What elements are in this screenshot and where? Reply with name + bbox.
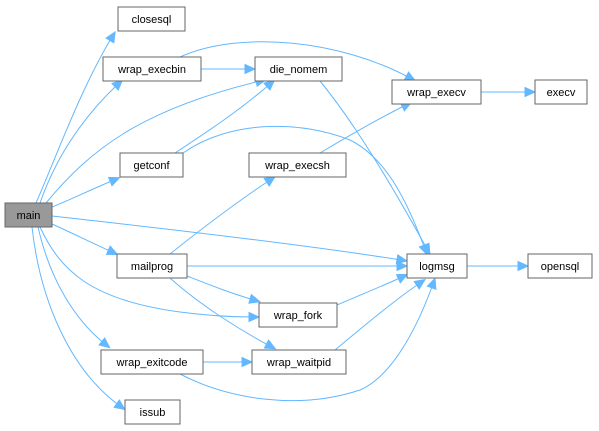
node-execv[interactable]: execv xyxy=(534,79,588,105)
arrowhead-icon xyxy=(248,311,261,323)
node-label-wrap-execbin: wrap_execbin xyxy=(117,64,186,76)
edge-main-to-getconf xyxy=(51,176,121,208)
arrowhead-icon xyxy=(263,176,277,187)
node-label-wrap-execv: wrap_execv xyxy=(406,87,466,99)
node-label-wrap-exitcode: wrap_exitcode xyxy=(116,357,188,369)
arrowhead-icon xyxy=(248,293,261,304)
arrowhead-icon xyxy=(395,273,409,284)
node-label-wrap-execsh: wrap_execsh xyxy=(264,160,330,172)
edge-main-to-issub xyxy=(31,226,126,411)
edge-wrap-execbin-to-die-nomem xyxy=(201,63,257,75)
node-label-issub: issub xyxy=(140,407,166,419)
node-label-die-nomem: die_nomem xyxy=(270,64,327,76)
edge-wrap-exitcode-to-logmsg xyxy=(179,277,437,402)
edge-main-to-wrap-execbin xyxy=(39,79,124,204)
node-die-nomem[interactable]: die_nomem xyxy=(254,56,343,82)
arrowhead-icon xyxy=(244,63,257,75)
edge-main-to-closesql xyxy=(35,30,116,204)
edge-die-nomem-to-logmsg xyxy=(319,80,431,256)
arrowhead-icon xyxy=(111,79,124,91)
node-label-wrap-waitpid: wrap_waitpid xyxy=(266,357,331,369)
arrowhead-icon xyxy=(98,337,111,349)
edge-main-to-die-nomem xyxy=(45,76,267,204)
edge-main-to-wrap-exitcode xyxy=(37,226,111,349)
edge-main-to-mailprog xyxy=(51,223,119,256)
edge-mailprog-to-wrap-fork xyxy=(186,275,261,304)
node-mailprog[interactable]: mailprog xyxy=(116,253,188,279)
arrowhead-icon xyxy=(395,254,409,265)
edge-mailprog-to-wrap-waitpid xyxy=(169,277,277,350)
edge-getconf-to-die-nomem xyxy=(174,79,276,154)
nodes-layer: main closesql wrap_execbin die_nomem wra… xyxy=(4,6,593,425)
arrowhead-icon xyxy=(426,277,437,291)
node-label-closesql: closesql xyxy=(132,14,172,26)
edge-mailprog-to-logmsg xyxy=(187,260,409,272)
node-closesql[interactable]: closesql xyxy=(117,6,186,32)
edges-layer xyxy=(31,30,537,411)
arrowhead-icon xyxy=(413,278,427,290)
node-wrap-exitcode[interactable]: wrap_exitcode xyxy=(100,349,204,375)
node-label-execv: execv xyxy=(547,87,576,99)
arrowhead-icon xyxy=(263,79,276,91)
node-wrap-fork[interactable]: wrap_fork xyxy=(258,302,338,328)
arrowhead-icon xyxy=(241,356,254,368)
arrowhead-icon xyxy=(107,176,121,187)
arrowhead-icon xyxy=(263,339,277,350)
arrowhead-icon xyxy=(517,260,530,272)
arrowhead-icon xyxy=(524,86,537,98)
edge-mailprog-to-wrap-execsh xyxy=(169,176,277,255)
node-label-getconf: getconf xyxy=(133,160,170,172)
node-wrap-execv[interactable]: wrap_execv xyxy=(391,79,482,105)
arrowhead-icon xyxy=(113,399,126,411)
edge-main-to-logmsg xyxy=(51,215,409,265)
edge-wrap-exitcode-to-wrap-waitpid xyxy=(202,356,254,368)
arrowhead-icon xyxy=(420,242,431,256)
node-label-main: main xyxy=(17,210,41,222)
edge-wrap-execv-to-execv xyxy=(481,86,537,98)
edge-wrap-fork-to-logmsg xyxy=(336,273,409,306)
node-getconf[interactable]: getconf xyxy=(119,152,184,178)
node-label-mailprog: mailprog xyxy=(131,261,173,273)
node-logmsg[interactable]: logmsg xyxy=(406,253,468,279)
arrowhead-icon xyxy=(396,260,409,272)
node-label-opensql: opensql xyxy=(541,261,580,273)
arrowhead-icon xyxy=(105,30,116,44)
node-label-wrap-fork: wrap_fork xyxy=(273,310,323,322)
node-wrap-execsh[interactable]: wrap_execsh xyxy=(248,152,347,178)
edge-wrap-waitpid-to-logmsg xyxy=(334,278,427,351)
node-wrap-waitpid[interactable]: wrap_waitpid xyxy=(251,349,347,375)
edge-logmsg-to-opensql xyxy=(467,260,530,272)
node-opensql[interactable]: opensql xyxy=(527,253,593,279)
node-issub[interactable]: issub xyxy=(124,399,181,425)
node-wrap-execbin[interactable]: wrap_execbin xyxy=(102,56,202,82)
node-label-logmsg: logmsg xyxy=(419,261,454,273)
node-main[interactable]: main xyxy=(4,202,53,228)
edge-main-to-wrap-fork xyxy=(39,226,261,323)
arrowhead-icon xyxy=(105,245,119,256)
